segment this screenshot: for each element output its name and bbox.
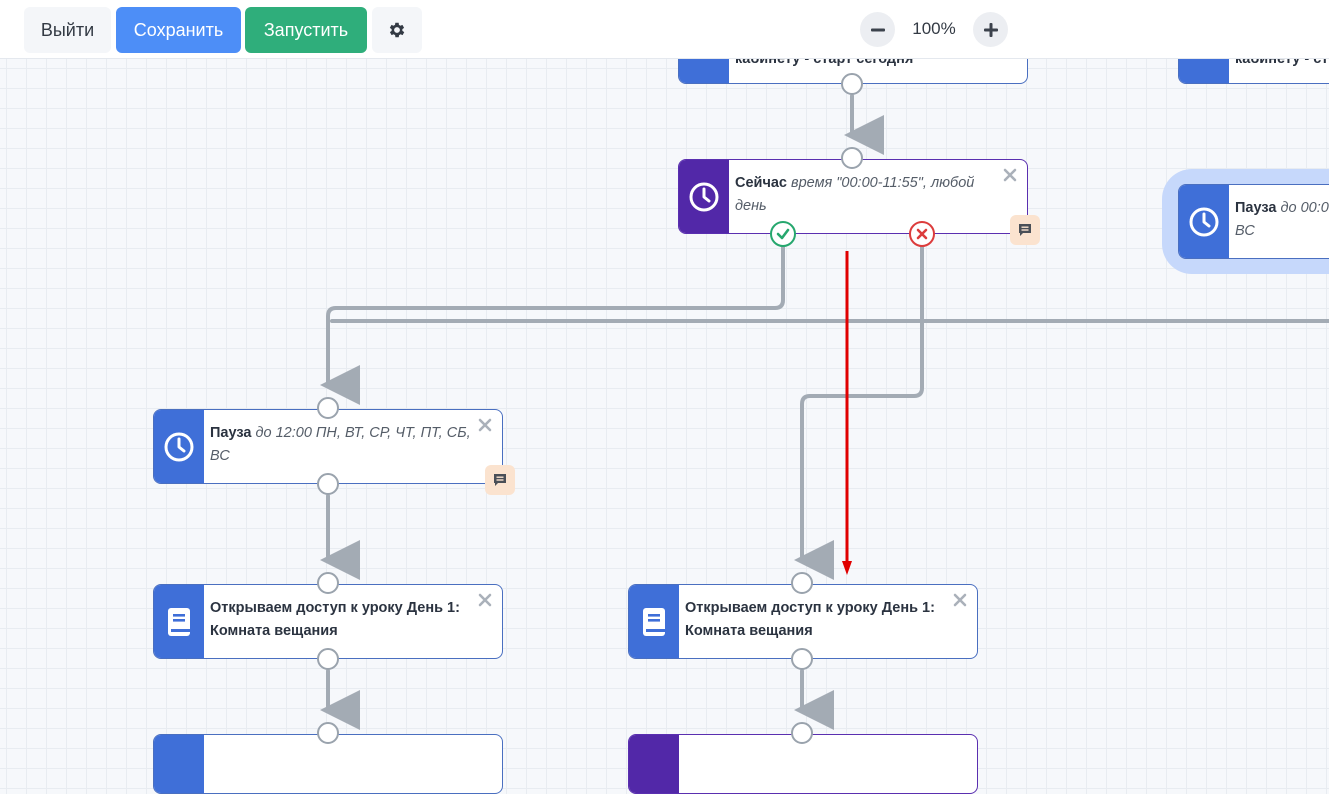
output-port[interactable] [841,73,863,95]
node-title: Пауза [1235,200,1277,216]
comment-icon [494,474,506,486]
close-icon[interactable] [1003,168,1017,182]
book-icon [168,607,190,636]
zoom-out-button[interactable] [860,12,895,47]
red-annotation-arrow [842,251,852,575]
node-strip [154,735,204,793]
output-port[interactable] [791,648,813,670]
run-button[interactable]: Запустить [245,7,367,53]
close-icon[interactable] [478,593,492,607]
comment-icon [1019,224,1031,236]
wire-condition-yes [320,245,785,405]
wire-condition-no [794,245,924,580]
output-port[interactable] [317,473,339,495]
x-icon [916,228,928,240]
node-title: Пауза [210,425,252,441]
comment-button[interactable] [485,465,515,495]
input-port[interactable] [317,572,339,594]
minus-icon [870,28,885,31]
check-icon [776,228,790,240]
input-port[interactable] [791,572,813,594]
plus-icon [983,22,998,37]
node-text: Открываем доступ к уроку День 1: Комната… [210,600,460,639]
clock-icon [1189,207,1219,236]
node-details: до 00:0 [1280,200,1329,216]
comment-button[interactable] [1010,215,1040,245]
clock-icon [689,182,719,211]
node-details: до 12:00 ПН, ВТ, СР, ЧТ, ПТ, СБ, ВС [210,425,471,464]
zoom-level: 100% [912,19,956,38]
node-pause-right[interactable]: Пауза до 00:0 ВС [1178,184,1329,259]
input-port[interactable] [317,722,339,744]
close-icon[interactable] [478,418,492,432]
book-icon [643,607,665,636]
input-port[interactable] [791,722,813,744]
node-strip [629,735,679,793]
settings-button[interactable] [372,7,422,53]
clock-icon [164,432,194,461]
top-toolbar: Выйти Сохранить Запустить 100% [0,0,1329,59]
gear-icon [389,22,405,38]
node-condition-now[interactable]: Сейчас время "00:00-11:55", любой день [678,159,1028,234]
condition-yes-port[interactable] [770,221,796,247]
save-button[interactable]: Сохранить [116,7,241,53]
zoom-in-button[interactable] [973,12,1008,47]
input-port[interactable] [841,147,863,169]
exit-button[interactable]: Выйти [24,7,111,53]
node-title: Сейчас [735,175,787,191]
input-port[interactable] [317,397,339,419]
close-icon[interactable] [953,593,967,607]
node-details-line2: ВС [1235,223,1255,239]
node-lesson-right[interactable]: Открываем доступ к уроку День 1: Комната… [628,584,978,659]
node-details: время "00:00-11:55", любой день [735,175,975,214]
output-port[interactable] [317,648,339,670]
condition-no-port[interactable] [909,221,935,247]
node-text: Открываем доступ к уроку День 1: Комната… [685,600,935,639]
connection-lines [320,94,1329,730]
